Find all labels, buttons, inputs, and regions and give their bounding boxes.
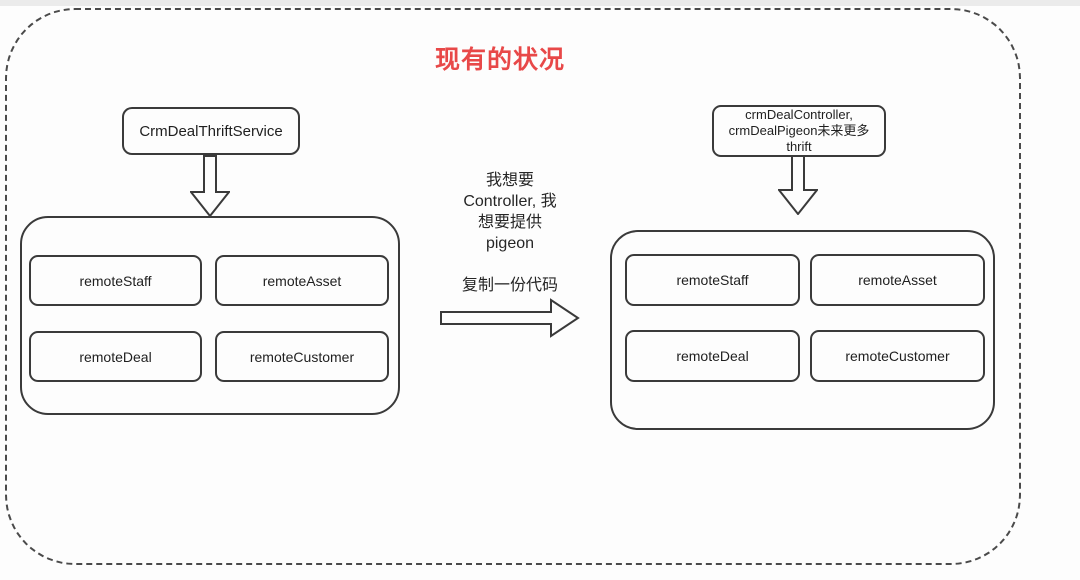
right-service-container: remoteStaff remoteAsset remoteDeal remot…: [610, 230, 995, 430]
module-box-remote-staff: remoteStaff: [625, 254, 800, 306]
module-box-remote-customer: remoteCustomer: [215, 331, 389, 382]
module-label: remoteDeal: [676, 348, 749, 364]
module-label: remoteAsset: [262, 272, 342, 289]
module-label: remoteCustomer: [845, 348, 950, 364]
module-label: remoteStaff: [676, 272, 749, 288]
right-arrow-icon: [440, 298, 580, 338]
node-label-line: crmDealController,: [745, 107, 853, 122]
node-label-line: thrift: [786, 139, 812, 154]
module-label: remoteCustomer: [249, 348, 355, 365]
module-box-remote-asset: remoteAsset: [215, 255, 389, 306]
node-label: CrmDealThriftService: [139, 122, 283, 140]
diagram-title: 现有的状况: [434, 46, 565, 74]
middle-note-text: 我想要 Controller, 我 想要提供 pigeon: [428, 170, 592, 254]
node-label-line: crmDealPigeon未来更多: [728, 123, 870, 138]
dashed-boundary-frame: [5, 8, 1021, 565]
down-arrow-icon: [778, 155, 818, 215]
note-line: 我想要: [485, 172, 534, 189]
note-line: Controller, 我: [463, 193, 557, 210]
module-box-remote-asset: remoteAsset: [810, 254, 985, 306]
module-label: remoteStaff: [79, 272, 152, 289]
module-box-remote-deal: remoteDeal: [29, 331, 202, 382]
top-edge-strip: [0, 0, 1080, 6]
copy-code-label: 复制一份代码: [461, 277, 558, 294]
module-box-remote-customer: remoteCustomer: [810, 330, 985, 382]
node-crm-deal-controller-pigeon: crmDealController, crmDealPigeon未来更多 thr…: [712, 105, 886, 157]
module-box-remote-deal: remoteDeal: [625, 330, 800, 382]
module-box-remote-staff: remoteStaff: [29, 255, 202, 306]
down-arrow-icon: [190, 155, 230, 217]
note-line: pigeon: [485, 235, 535, 252]
note-line: 想要提供: [477, 214, 542, 231]
left-service-container: remoteStaff remoteAsset remoteDeal remot…: [20, 216, 400, 415]
node-crm-deal-thrift-service: CrmDealThriftService: [122, 107, 300, 155]
module-label: remoteDeal: [79, 348, 152, 365]
module-label: remoteAsset: [858, 272, 937, 288]
